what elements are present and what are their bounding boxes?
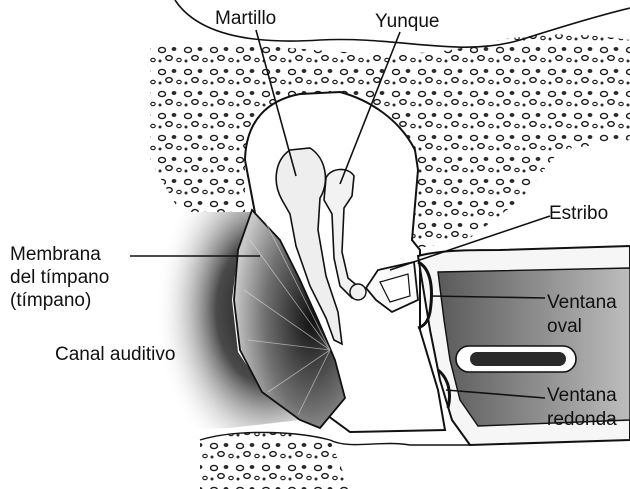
temporal-bone-lower: [200, 432, 350, 489]
label-ventana-oval-line1: Ventana: [547, 292, 617, 314]
label-membrana-line3: (tímpano): [10, 290, 91, 312]
label-membrana-line2: del tímpano: [10, 267, 109, 289]
label-ventana-oval-line2: oval: [547, 316, 582, 338]
lower-chamber-edge: [330, 440, 470, 445]
label-membrana-line1: Membrana: [10, 244, 101, 266]
cochlea-coil: [456, 346, 576, 372]
label-yunque: Yunque: [375, 11, 439, 33]
label-canal-auditivo: Canal auditivo: [55, 344, 175, 366]
label-ventana-redonda-line1: Ventana: [547, 385, 617, 407]
label-martillo: Martillo: [215, 8, 276, 30]
label-ventana-redonda-line2: redonda: [547, 409, 617, 431]
label-estribo: Estribo: [549, 203, 608, 225]
